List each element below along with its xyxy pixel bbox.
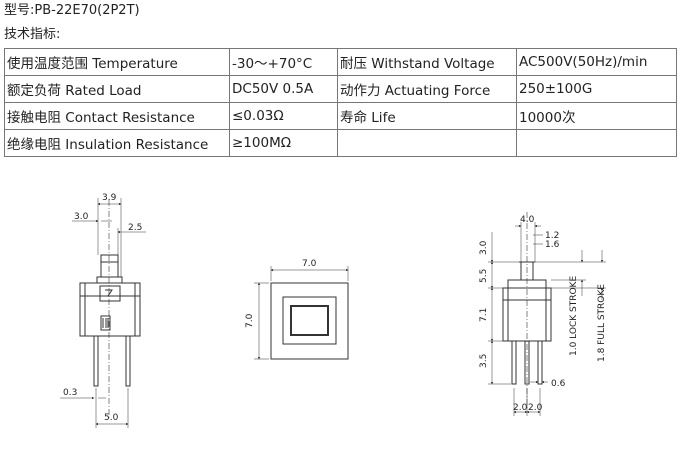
top-view-drawing [254,266,349,360]
technical-drawings: 3.9 3.0 2.5 0.3 5.0 7.0 7.0 [60,193,607,428]
spec-table: 使用温度范围 Temperature -30～+70°C 耐压 Withstan… [4,48,677,157]
dim-label: 4.0 [520,215,535,225]
spec-value: 250±100G [516,75,677,103]
table-row: 接触电阻 Contact Resistance ≤0.03Ω 寿命 Life 1… [4,102,677,130]
dim-label: 5.5 [479,269,489,283]
full-stroke-label: 1.8 FULL STROKE [597,284,607,362]
spec-label: 耐压 Withstand Voltage [337,48,517,76]
dim-label: 0.3 [63,388,77,398]
spec-value: ≥100MΩ [229,129,338,157]
dim-label: 7.0 [245,313,255,328]
dim-label: 7.1 [479,308,489,322]
spec-label: 绝缘电阻 Insulation Resistance [4,129,230,157]
side-view-drawing [488,212,606,416]
spec-value [516,129,677,157]
lock-stroke-label: 1.0 LOCK STROKE [569,276,579,356]
model-title: 型号:PB-22E70(2P2T) [4,3,140,18]
front-view-drawing [60,198,146,428]
dim-label: 1.2 [545,231,559,241]
spec-label: 接触电阻 Contact Resistance [4,102,230,130]
spec-label: 寿命 Life [337,102,517,130]
spec-value: 10000次 [516,102,677,130]
spec-label: 额定负荷 Rated Load [4,75,230,103]
spec-value: AC500V(50Hz)/min [516,48,677,76]
spec-label: 使用温度范围 Temperature [4,48,230,76]
specs-heading: 技术指标: [4,27,61,42]
dim-label: 7.0 [302,259,317,269]
dim-label: 3.5 [479,354,489,368]
dim-label: 2.0 [513,403,528,413]
spec-value: ≤0.03Ω [229,102,338,130]
table-row: 使用温度范围 Temperature -30～+70°C 耐压 Withstan… [4,48,677,76]
dim-label: 2.0 [528,403,543,413]
dim-label: 3.9 [102,193,117,203]
spec-label: 动作力 Actuating Force [337,75,517,103]
dim-label: 3.0 [74,212,89,222]
spec-value: DC50V 0.5A [229,75,338,103]
spec-value: -30～+70°C [229,48,338,76]
table-row: 额定负荷 Rated Load DC50V 0.5A 动作力 Actuating… [4,75,677,103]
spec-label [337,129,517,157]
dim-label: 3.0 [479,240,489,255]
dim-label: 5.0 [104,413,119,423]
table-row: 绝缘电阻 Insulation Resistance ≥100MΩ [4,129,677,157]
dim-label: 2.5 [128,223,142,233]
dim-label: 1.6 [545,240,560,250]
dim-label: 0.6 [551,379,566,389]
